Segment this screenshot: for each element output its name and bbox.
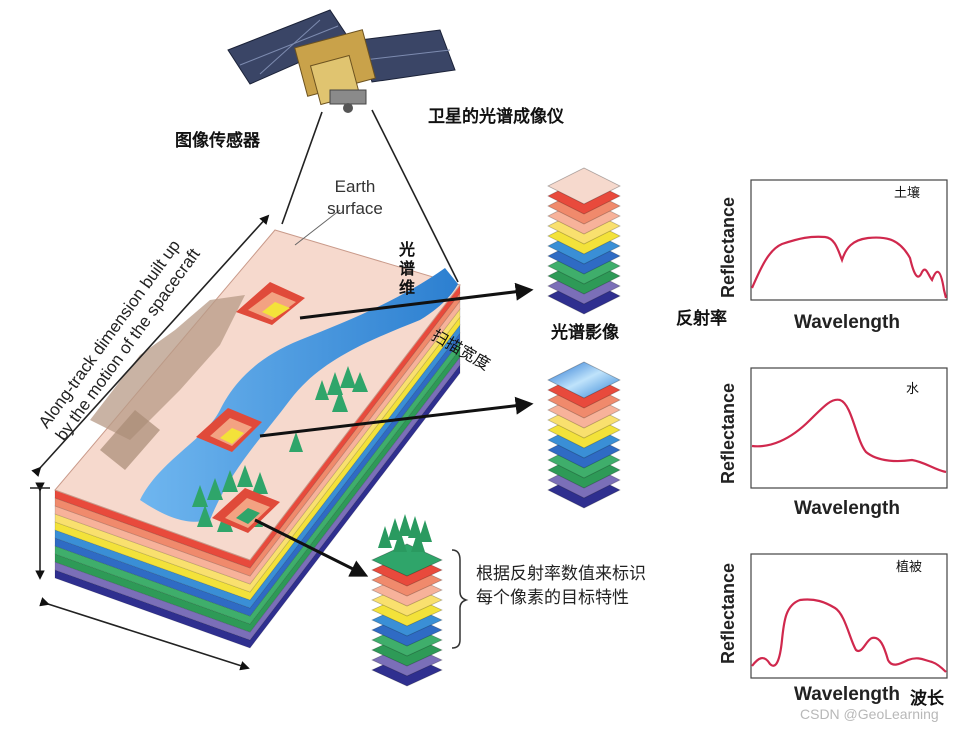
curve-vegetation (751, 598, 947, 673)
chart-title-soil: 土壤 (894, 186, 921, 201)
spectrometer-label: 卫星的光谱成像仪 (428, 107, 564, 127)
wavelength-cn-label: 波长 (910, 689, 944, 709)
description-text: 根据反射率数值来标识每个像素的目标特性 (476, 564, 646, 608)
tree-icon (378, 526, 392, 548)
tree-icon (393, 530, 407, 552)
spectral-dimension-label: 光谱维 (398, 240, 415, 297)
earth-surface-label: Earth surface (327, 177, 383, 218)
spectral-image-label: 光谱影像 (551, 323, 619, 343)
reflectance-cn-label: 反射率 (676, 309, 727, 329)
spectral-stack-soil (547, 167, 621, 315)
chart-water (750, 367, 948, 489)
chart-xlabel-vegetation: Wavelength (794, 684, 900, 705)
chart-soil (750, 179, 948, 301)
pointer-soil (299, 282, 534, 320)
stack-top (547, 361, 621, 399)
chart-title-water: 水 (906, 382, 920, 397)
chart-vegetation (750, 553, 948, 679)
tree-icon (408, 516, 422, 538)
chart-xlabel-soil: Wavelength (794, 312, 900, 333)
description-brace (451, 549, 469, 649)
satellite-icon (227, 9, 456, 113)
sensor-label: 图像传感器 (175, 131, 260, 151)
tree-icon (398, 514, 412, 536)
pixel-window-vegetation (212, 488, 280, 533)
pointer-vegetation (254, 518, 369, 577)
chart-title-vegetation: 植被 (896, 560, 923, 575)
chart-ylabel-vegetation: Reflectance (718, 562, 738, 664)
fov-line-right (371, 109, 459, 283)
spectral-stack-water (547, 361, 621, 509)
along-track-arrow (31, 214, 270, 477)
chart-xlabel-water: Wavelength (794, 498, 900, 519)
curve-water (751, 398, 947, 474)
earth-surface-leader (294, 209, 341, 246)
cross-track-arrow (39, 597, 250, 671)
chart-ylabel-soil: Reflectance (718, 196, 738, 298)
stack-top (547, 167, 621, 205)
tree-icon (418, 520, 432, 542)
pointer-water (259, 396, 534, 438)
curve-soil (750, 235, 948, 299)
height-arrow (30, 482, 50, 580)
tree-icon (411, 530, 425, 552)
spectral-stack-vegetation (371, 514, 443, 687)
chart-ylabel-water: Reflectance (718, 382, 738, 484)
watermark: CSDN @GeoLearning (800, 706, 939, 722)
fov-line-left (281, 111, 323, 225)
